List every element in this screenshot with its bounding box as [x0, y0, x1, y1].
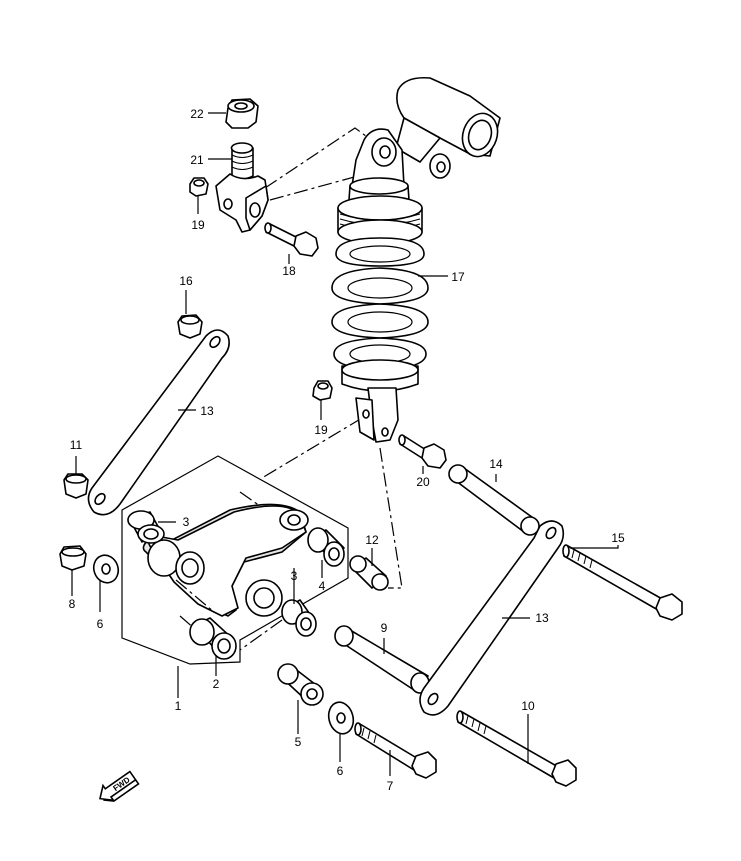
part-7-bolt [354, 722, 437, 779]
part-19-lower-nut [312, 380, 333, 401]
callout-16: 16 [179, 274, 193, 288]
callout-17: 17 [451, 270, 465, 284]
part-21-bracket [215, 142, 269, 233]
part-17-reservoir [395, 76, 501, 179]
part-6-right-washer [327, 701, 355, 735]
part-14-collar [448, 464, 540, 536]
part-9-collar [334, 625, 430, 694]
callout-9: 9 [381, 621, 388, 635]
callout-2: 2 [213, 677, 220, 691]
part-18-bolt [264, 222, 319, 257]
callout-11: 11 [70, 438, 83, 452]
part-3-lower-bearing [281, 599, 317, 637]
callout-21: 21 [190, 153, 204, 167]
part-4-bearing [307, 527, 345, 567]
part-12-collar [349, 555, 389, 591]
callout-18: 18 [282, 264, 296, 278]
callout-12: 12 [365, 533, 379, 547]
part-13-right-rod [419, 520, 565, 716]
callout-14: 14 [489, 457, 503, 471]
callout-10: 10 [521, 699, 535, 713]
callout-13-right: 13 [535, 611, 549, 625]
part-5-spacer [277, 663, 324, 706]
callout-22: 22 [190, 107, 204, 121]
part-6-left-washer [92, 554, 120, 584]
callout-19-upper: 19 [191, 218, 205, 232]
part-22-nut [225, 98, 259, 129]
part-17-shock-absorber [331, 128, 429, 443]
callout-6-left: 6 [97, 617, 104, 631]
callout-20: 20 [416, 475, 430, 489]
part-13-left-rod [87, 329, 230, 516]
callout-19-lower: 19 [314, 423, 328, 437]
callout-15: 15 [611, 531, 625, 545]
part-3-upper-bearing [127, 510, 165, 544]
part-2-bearing [189, 617, 237, 660]
callout-5: 5 [295, 735, 302, 749]
callout-6-right: 6 [337, 764, 344, 778]
callout-3-lower: 3 [291, 569, 298, 583]
callout-7: 7 [387, 779, 394, 793]
part-8-nut [59, 545, 87, 571]
part-20-bolt [398, 434, 447, 469]
callout-13-left: 13 [200, 404, 214, 418]
leader-lines [71, 112, 619, 776]
part-10-bolt [456, 710, 577, 787]
part-11-nut [63, 473, 89, 499]
part-19-upper-nut [189, 177, 209, 197]
part-16-nut [177, 314, 203, 339]
callout-8: 8 [69, 597, 76, 611]
part-15-bolt [562, 544, 683, 621]
callout-3-upper: 3 [183, 515, 190, 529]
callout-4: 4 [319, 579, 326, 593]
part-1-lever-assembly [121, 455, 349, 665]
fwd-arrow-icon: FWD [98, 770, 140, 802]
callout-1: 1 [175, 699, 182, 713]
callout-labels: 22 21 19 18 17 16 13 19 11 20 14 3 12 15… [69, 107, 625, 793]
